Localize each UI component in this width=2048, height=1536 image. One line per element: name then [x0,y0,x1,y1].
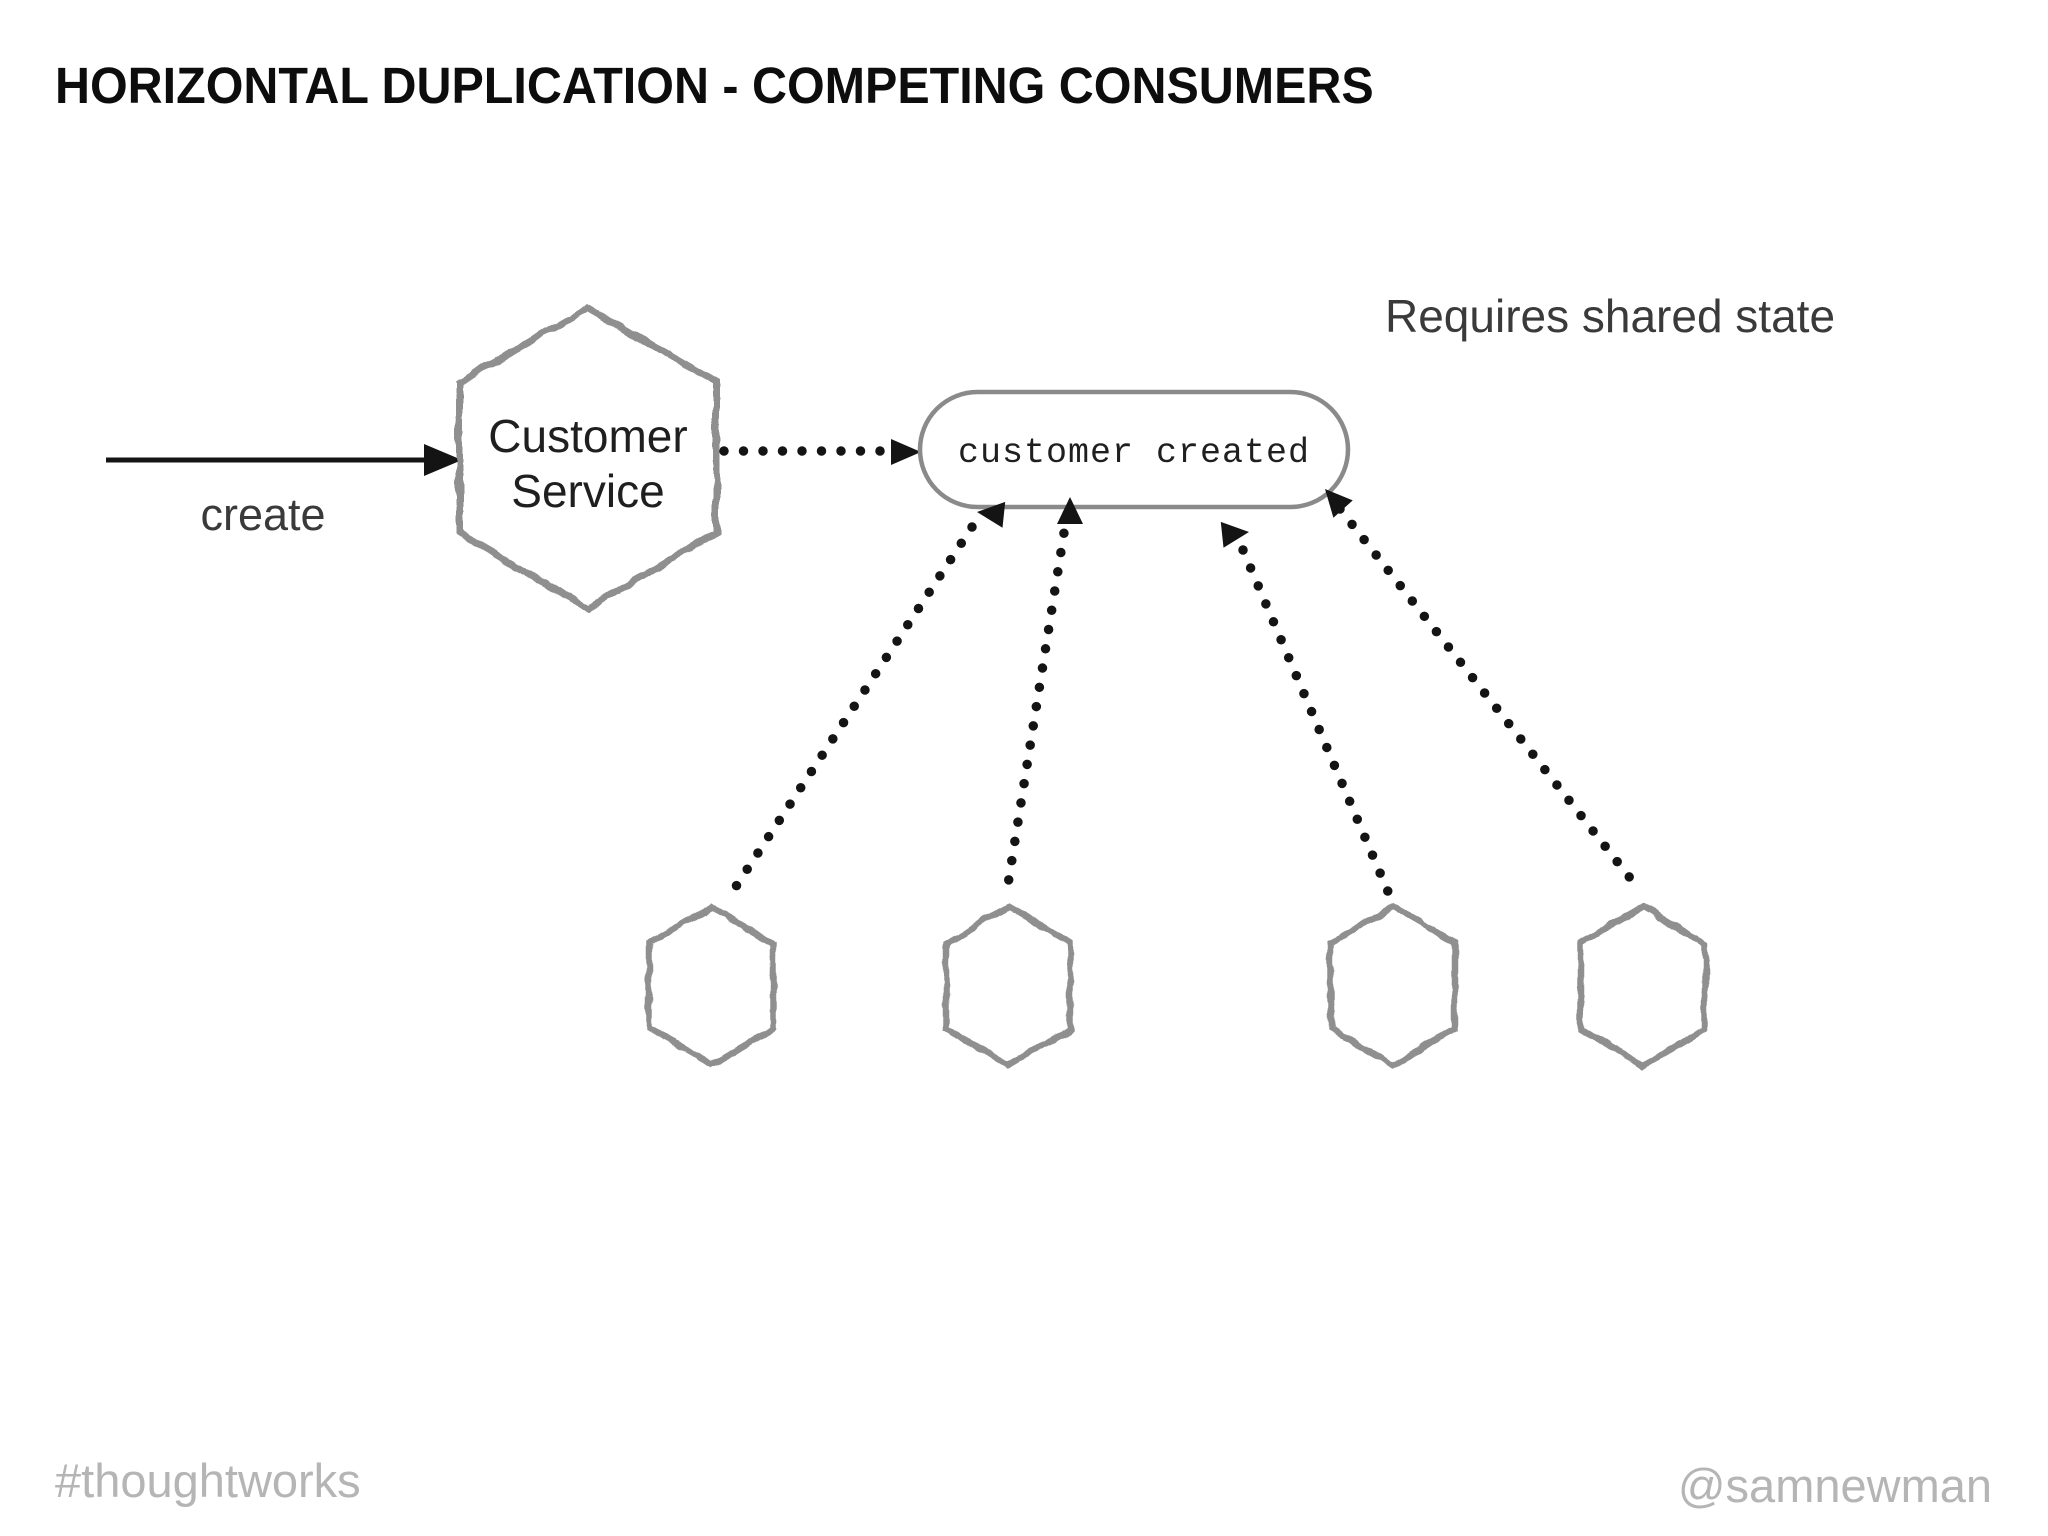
consumer-1-arrowhead-icon [977,501,1006,528]
consumer-2-dotted-line [1001,509,1072,902]
consumer-2-arrowhead-icon [1057,497,1083,524]
consumer-hexagon-4 [1577,903,1709,1069]
consumer-4-dotted-line [1335,504,1639,888]
consumer-1-dotted-line [724,522,977,902]
consumer-4-arrowhead-icon [1325,489,1353,518]
publish-event-arrowhead-icon [891,439,921,465]
consumer-hexagon-3 [1327,903,1459,1069]
customer-service-hexagon-border [455,303,720,613]
consumer-3-arrowhead-icon [1220,521,1249,548]
customer-service-label-line1: Customer [488,410,687,462]
consumer-hexagon-2 [942,903,1074,1069]
footer-hashtag: #thoughtworks [55,1454,361,1507]
consumer-arrow-3 [1220,521,1394,899]
footer-handle: @samnewman [1678,1459,1992,1512]
customer-service-hexagon: Customer Service [455,303,720,613]
create-arrowhead-icon [424,444,462,476]
event-label: customer created [958,433,1310,473]
consumer-3-dotted-line [1238,545,1394,899]
create-arrow [106,444,462,476]
consumer-hexagon-1 [645,903,777,1069]
consumer-arrow-1 [724,501,1006,902]
consumer-arrow-2 [1001,497,1083,902]
publish-event-arrow [719,439,921,465]
event-node-border [917,389,1351,510]
slide-title: HORIZONTAL DUPLICATION - COMPETING CONSU… [55,57,1374,114]
create-label: create [200,489,325,540]
consumer-arrow-4 [1325,489,1639,888]
customer-service-label-line2: Service [511,465,664,517]
shared-state-note: Requires shared state [1385,290,1835,342]
event-node: customer created [917,389,1351,510]
